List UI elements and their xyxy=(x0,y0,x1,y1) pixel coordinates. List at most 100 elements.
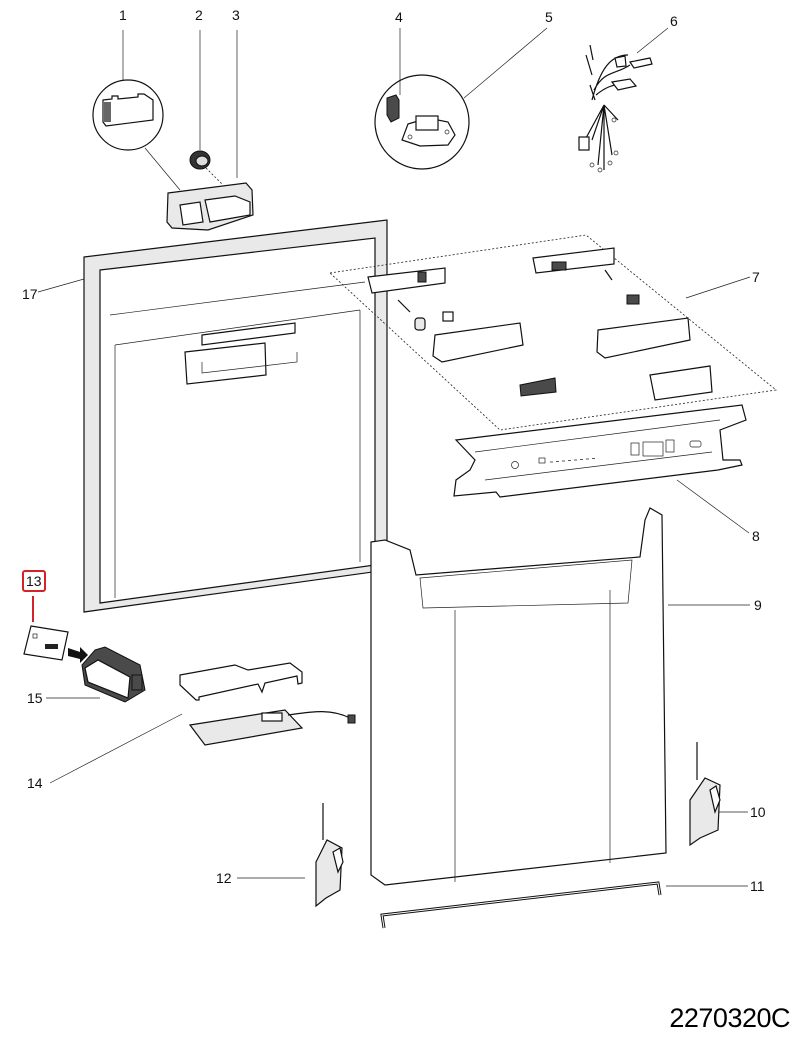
callout-2[interactable]: 2 xyxy=(195,7,203,23)
board-pcb xyxy=(188,709,304,746)
inner-door-liner xyxy=(99,237,376,604)
detail-circle-1 xyxy=(92,79,164,151)
part-11-door-rod[interactable] xyxy=(380,881,662,929)
dispenser-lid-grille xyxy=(104,102,111,122)
terminal-3 xyxy=(607,160,613,166)
rod-outline xyxy=(380,881,662,929)
key-card-chip xyxy=(32,633,38,639)
dispenser-cup xyxy=(204,195,251,223)
terminal-1 xyxy=(589,162,595,168)
harness-connector-a xyxy=(629,57,653,69)
callout-12[interactable]: 12 xyxy=(216,870,232,886)
fascia-led-row xyxy=(550,458,595,463)
part-7-control-kit[interactable] xyxy=(329,234,777,431)
callout-11[interactable]: 11 xyxy=(750,878,765,894)
programmer-face xyxy=(84,659,131,699)
kit-button-b xyxy=(626,294,640,305)
lock-hole-a xyxy=(407,134,413,140)
kit-button-a xyxy=(442,311,454,322)
callout-14[interactable]: 14 xyxy=(27,775,43,791)
callout-6[interactable]: 6 xyxy=(670,13,678,29)
callout-15[interactable]: 15 xyxy=(27,690,43,706)
callout-1[interactable]: 1 xyxy=(119,7,127,23)
programmer-connector xyxy=(131,674,143,691)
kit-connector-strip xyxy=(519,377,557,397)
leader-line-6 xyxy=(636,27,669,54)
board-cable-plug xyxy=(347,714,356,724)
part-4-switch[interactable] xyxy=(386,94,400,123)
detail-connector-1 xyxy=(144,147,181,191)
detail-circle-5 xyxy=(374,74,470,170)
outer-door-top-recess xyxy=(419,559,633,609)
terminal-5 xyxy=(611,117,617,123)
harness-lower-wires xyxy=(585,104,619,170)
part-8-control-fascia[interactable] xyxy=(453,404,747,498)
part-9-outer-door[interactable] xyxy=(370,507,667,886)
kit-button-holder xyxy=(649,365,713,401)
cap-inner xyxy=(195,155,209,167)
board-cable xyxy=(287,711,351,719)
kit-screw-a xyxy=(397,299,411,313)
part-3-dispenser[interactable] xyxy=(166,182,254,231)
callout-10[interactable]: 10 xyxy=(750,804,766,820)
hinge-left-arm xyxy=(332,847,344,874)
callout-13[interactable]: 13 xyxy=(22,570,46,592)
lock-hole-b xyxy=(444,129,450,135)
leader-lines xyxy=(32,27,751,887)
part-6-wiring-harness[interactable] xyxy=(578,44,653,173)
outer-door-body xyxy=(370,507,667,886)
fascia-keys-left xyxy=(630,442,640,456)
part-10-hinge-right[interactable] xyxy=(689,742,721,847)
part-17-inner-door[interactable] xyxy=(83,219,388,613)
part-13-key-card[interactable] xyxy=(23,625,88,663)
kit-display xyxy=(551,261,567,271)
fascia-button xyxy=(538,457,546,464)
inner-door-handle-bar xyxy=(201,352,298,374)
switch-shape xyxy=(386,94,400,123)
callout-8[interactable]: 8 xyxy=(752,528,760,544)
fascia-dial xyxy=(511,461,519,469)
fascia-body xyxy=(453,404,747,498)
part-1-dispenser-lid[interactable] xyxy=(92,79,181,191)
terminal-4 xyxy=(613,150,619,156)
part-5-door-lock[interactable] xyxy=(374,74,470,170)
dispenser-flap xyxy=(179,201,204,226)
key-card-stripe xyxy=(45,644,58,649)
harness-connector-d xyxy=(578,136,590,151)
callout-9[interactable]: 9 xyxy=(754,597,762,613)
inner-door-handle-recess xyxy=(184,342,267,385)
leader-line-14 xyxy=(49,713,183,784)
fascia-display xyxy=(642,441,664,457)
leader-line-5 xyxy=(463,27,548,99)
inner-door-handle-top xyxy=(201,322,296,346)
dispenser-lid-shape xyxy=(102,93,154,127)
fascia-keys-right xyxy=(665,439,675,453)
kit-left-switch xyxy=(417,271,427,283)
kit-screw-b xyxy=(604,269,613,281)
leader-line-8 xyxy=(676,479,750,534)
fascia-start-button xyxy=(689,440,702,448)
door-lock-top xyxy=(415,115,439,131)
part-14-electronic-board[interactable] xyxy=(179,662,356,746)
kit-right-bracket xyxy=(532,247,615,274)
callout-3[interactable]: 3 xyxy=(232,7,240,23)
fascia-edges xyxy=(474,419,721,481)
kit-right-module xyxy=(596,317,691,359)
callout-17[interactable]: 17 xyxy=(22,286,38,302)
harness-upper-wires xyxy=(585,44,631,101)
drawing-code: 2270320C xyxy=(669,1003,790,1033)
part-12-hinge-left[interactable] xyxy=(315,803,344,908)
part-15-programmer-module[interactable] xyxy=(81,646,146,703)
part-2-rinse-aid-cap[interactable] xyxy=(189,150,223,185)
rod-highlight xyxy=(381,882,661,929)
callout-7[interactable]: 7 xyxy=(752,269,760,285)
kit-left-module xyxy=(432,322,524,363)
board-relays xyxy=(261,712,283,722)
harness-connector-c xyxy=(610,78,638,91)
kit-dotted-plane xyxy=(329,234,777,431)
callout-4[interactable]: 4 xyxy=(395,9,403,25)
callout-5[interactable]: 5 xyxy=(545,9,553,25)
board-cover xyxy=(179,662,303,701)
kit-knob xyxy=(414,317,426,331)
